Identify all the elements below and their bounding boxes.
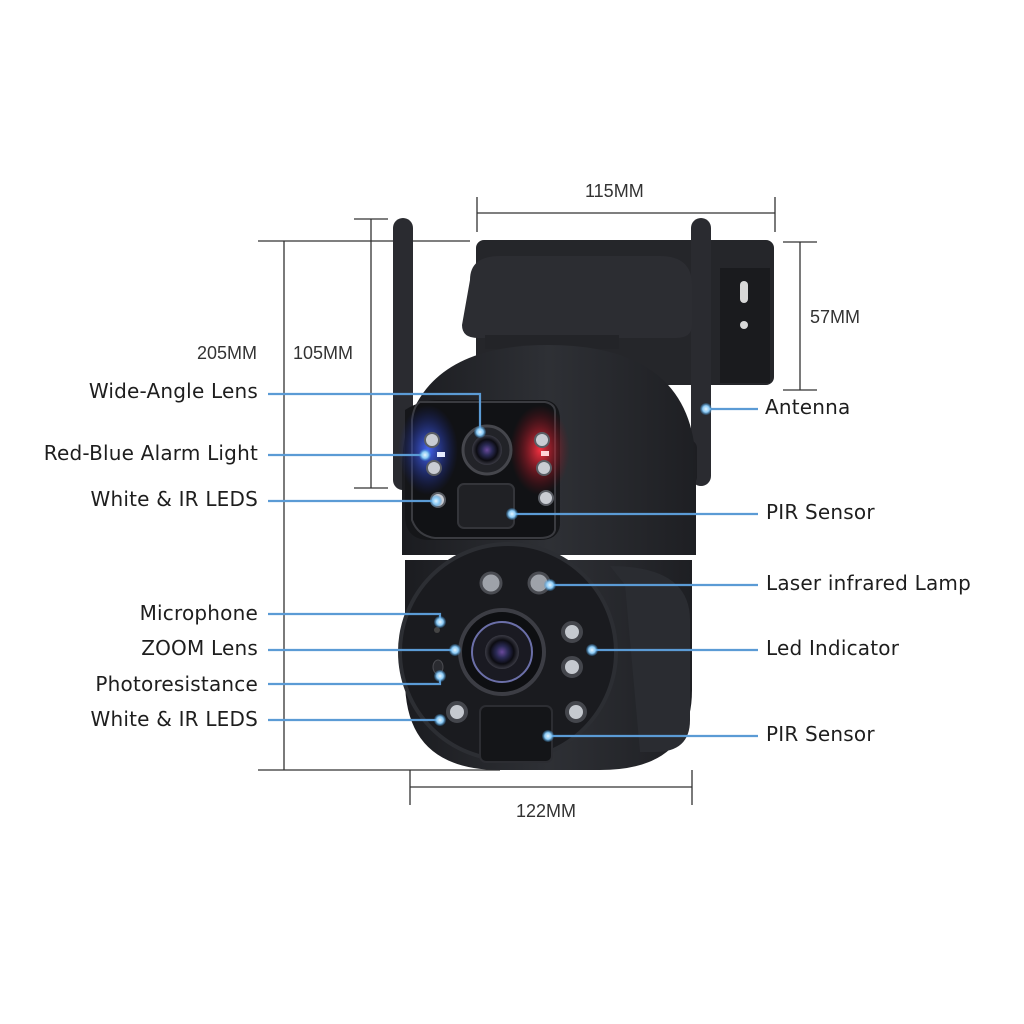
dimension-lines <box>258 197 817 805</box>
label-white-ir-leds-upper: White & IR LEDS <box>90 487 258 511</box>
label-photoresistance: Photoresistance <box>95 672 258 696</box>
dim-bracket-width: 115MM <box>585 181 644 201</box>
label-laser-infrared-lamp: Laser infrared Lamp <box>766 571 971 595</box>
dim-body-width: 122MM <box>516 801 577 821</box>
label-red-blue-alarm-light: Red-Blue Alarm Light <box>43 441 258 465</box>
label-microphone: Microphone <box>139 601 258 625</box>
dim-overall-height: 205MM <box>197 343 258 363</box>
dim-head-height: 105MM <box>293 343 354 363</box>
label-pir-sensor-upper: PIR Sensor <box>766 500 875 524</box>
label-wide-angle-lens: Wide-Angle Lens <box>88 379 258 403</box>
dim-bracket-height: 57MM <box>810 307 861 327</box>
label-white-ir-leds-lower: White & IR LEDS <box>90 707 258 731</box>
label-antenna: Antenna <box>765 395 851 419</box>
label-zoom-lens: ZOOM Lens <box>141 636 258 660</box>
label-pir-sensor-lower: PIR Sensor <box>766 722 875 746</box>
antenna-right <box>691 218 711 486</box>
callout-dots <box>419 403 712 742</box>
label-led-indicator: Led Indicator <box>766 636 900 660</box>
